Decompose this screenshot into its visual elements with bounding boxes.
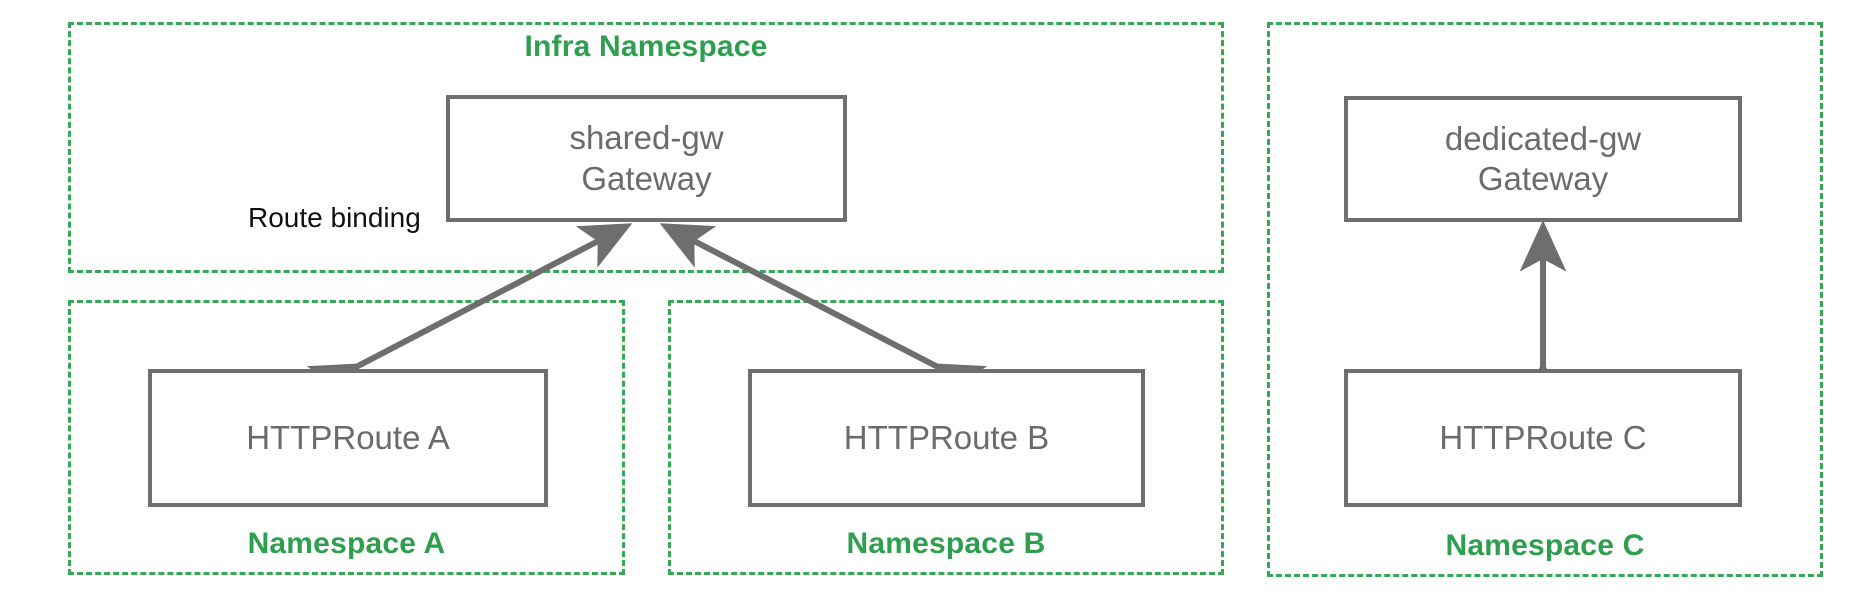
namespace-b-label: Namespace B [846, 527, 1046, 560]
node-shared-gw-gateway[interactable]: shared-gw Gateway [446, 95, 847, 222]
node-httproute-b[interactable]: HTTPRoute B [748, 369, 1145, 507]
namespace-a-label: Namespace A [247, 527, 446, 560]
node-dedicated-gw-gateway[interactable]: dedicated-gw Gateway [1344, 96, 1742, 222]
namespace-c-label: Namespace C [1445, 529, 1645, 562]
namespace-c [1267, 22, 1823, 577]
node-httproute-c[interactable]: HTTPRoute C [1344, 369, 1742, 507]
edge-label-route-binding: Route binding [248, 202, 421, 233]
node-httproute-a[interactable]: HTTPRoute A [148, 369, 548, 507]
namespace-infra-label: Infra Namespace [524, 30, 768, 63]
namespace-infra [68, 22, 1224, 273]
